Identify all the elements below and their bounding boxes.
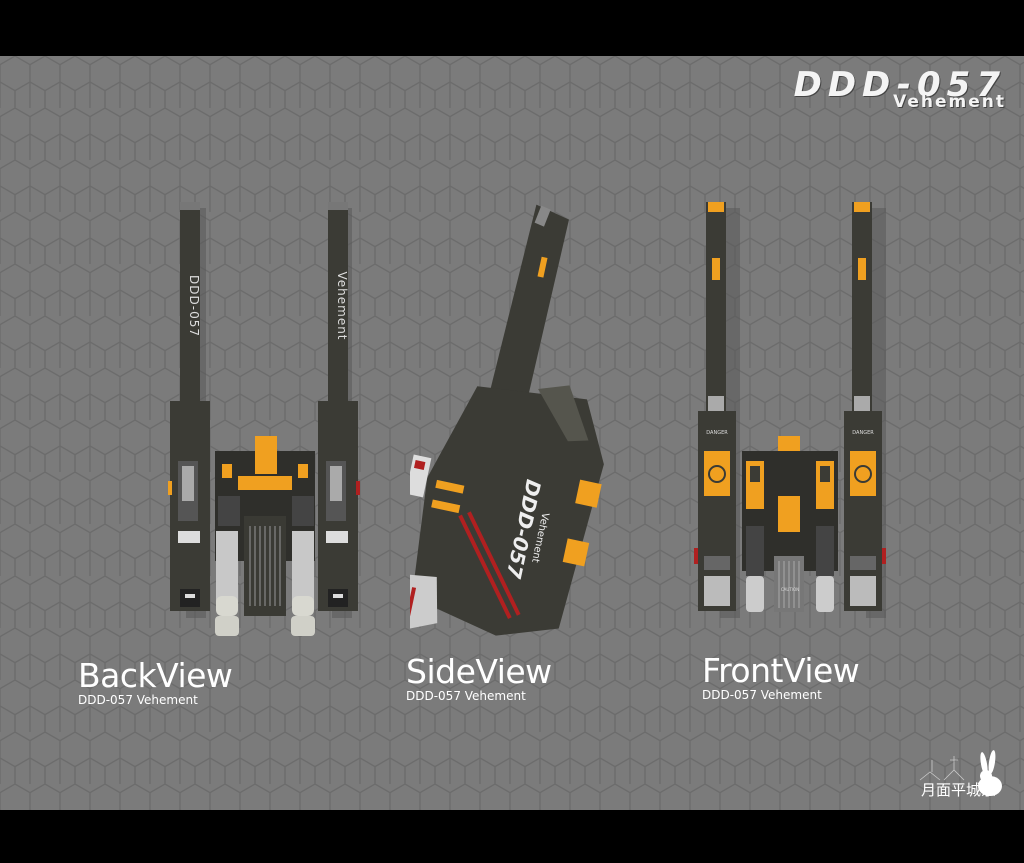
back-view-title: BackView xyxy=(78,656,233,695)
left-barrel xyxy=(180,202,200,412)
front-view-model: DANGER DANGER xyxy=(694,202,886,618)
side-body xyxy=(412,386,604,636)
back-view-model-name: DDD-057 Vehement xyxy=(78,693,198,707)
side-view-title: SideView xyxy=(406,652,552,691)
front-right-barrel xyxy=(852,202,872,442)
front-view-title: FrontView xyxy=(702,651,860,690)
back-left-barrel-marking: DDD-057 xyxy=(187,275,201,337)
rabbit-icon xyxy=(919,750,1002,796)
front-caution-label: CAUTION xyxy=(781,587,799,592)
front-left-barrel xyxy=(706,202,726,442)
back-view-model: DDD-057 Vehement xyxy=(168,202,360,636)
logo-main-text: DDD-057 xyxy=(793,65,1006,105)
artist-watermark: 月面平城京 xyxy=(910,746,1010,802)
front-left-danger-label: DANGER xyxy=(706,430,728,436)
front-right-danger-label: DANGER xyxy=(852,430,874,436)
front-view-caption: FrontView DDD-057 Vehement xyxy=(702,651,860,703)
logo-sub-text: Vehement xyxy=(893,92,1006,112)
front-view-model-name: DDD-057 Vehement xyxy=(702,688,822,702)
title-logo: DDD-057 Vehement xyxy=(793,65,1006,112)
right-barrel xyxy=(328,202,348,412)
hex-background-canvas: DDD-057 Vehement DDD-057 xyxy=(0,56,1024,810)
side-view-model: DDD-057 Vehement xyxy=(410,204,604,636)
back-view-caption: BackView DDD-057 Vehement xyxy=(78,656,233,708)
back-right-barrel-marking: Vehement xyxy=(335,271,349,340)
watermark-text: 月面平城京 xyxy=(920,781,996,799)
side-view-caption: SideView DDD-057 Vehement xyxy=(406,652,552,704)
side-view-model-name: DDD-057 Vehement xyxy=(406,689,526,703)
